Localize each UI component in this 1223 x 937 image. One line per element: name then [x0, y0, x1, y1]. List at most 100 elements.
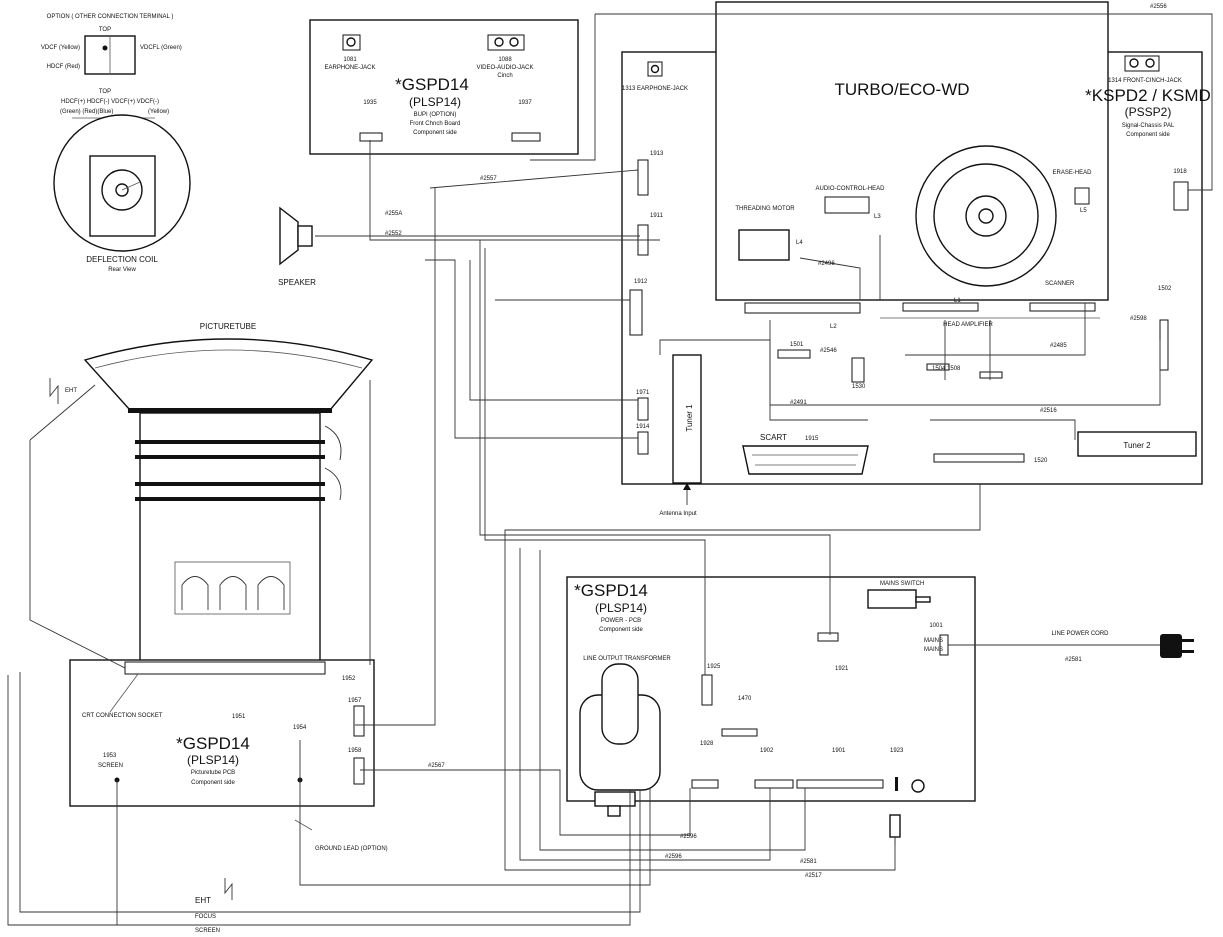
connector-1504 [926, 363, 950, 371]
wire-2517: #2517 [805, 873, 822, 879]
connector-1914 [637, 431, 649, 455]
connector-1912 [629, 289, 643, 336]
mains-switch-icon [867, 589, 917, 609]
connector-1901 [796, 779, 884, 789]
connector-1937 [511, 132, 541, 142]
connector-1902 [754, 779, 794, 789]
crt-socket-label: CRT CONNECTION SOCKET [82, 713, 163, 719]
connector-1918 [1173, 181, 1189, 211]
connector-1935 [359, 132, 383, 142]
svg-text:Picturetube PCB: Picturetube PCB [191, 770, 235, 776]
wire-2598: #2598 [1130, 316, 1147, 322]
svg-text:1915: 1915 [805, 436, 819, 442]
screen-wire-label: SCREEN [195, 928, 220, 934]
svg-text:1928: 1928 [700, 741, 714, 747]
vdcfl-right-label: VDCFL (Green) [140, 45, 182, 51]
svg-text:1914: 1914 [636, 424, 650, 430]
turbo-eco-title: TURBO/ECO-WD [834, 80, 969, 99]
svg-text:Component side: Component side [1126, 132, 1170, 138]
wire-2491: #2491 [790, 400, 807, 406]
tuner-2-label: Tuner 2 [1123, 441, 1151, 450]
picturetube-pcb-outline [69, 659, 375, 807]
svg-text:1088: 1088 [498, 57, 512, 63]
svg-text:ERASE-HEAD: ERASE-HEAD [1052, 170, 1092, 176]
connector-1530 [851, 357, 865, 383]
svg-text:Front Chnch Board: Front Chnch Board [410, 121, 461, 127]
wiring [7, 13, 1213, 926]
svg-text:(PLSP14): (PLSP14) [409, 95, 461, 109]
colors-left: (Green) (Red)(Blue) [60, 109, 113, 115]
power-plug-icon [1160, 634, 1182, 658]
wire-2596: #2596 [680, 834, 697, 840]
ground-plug [889, 814, 901, 845]
picturetube-pcb: CRT CONNECTION SOCKET *GSPD14 (PLSP14) P… [69, 659, 388, 934]
svg-text:L4: L4 [796, 240, 803, 246]
svg-text:1501: 1501 [790, 342, 804, 348]
svg-text:1313 EARPHONE-JACK: 1313 EARPHONE-JACK [622, 86, 688, 92]
connector-1508 [979, 371, 1003, 379]
neck-coils [174, 561, 291, 615]
top-label-1: TOP [99, 27, 111, 33]
svg-text:L5: L5 [1080, 208, 1087, 214]
svg-text:1921: 1921 [835, 666, 849, 672]
svg-text:1951: 1951 [232, 714, 246, 720]
svg-text:BUPI (OPTION): BUPI (OPTION) [414, 112, 457, 118]
svg-text:1520: 1520 [1034, 458, 1048, 464]
connector-1971 [637, 397, 649, 421]
kspd-title: *KSPD2 / KSMD [1085, 86, 1211, 105]
svg-text:THREADING MOTOR: THREADING MOTOR [735, 206, 795, 212]
top-label-2: TOP [99, 89, 111, 95]
svg-text:1502: 1502 [1158, 286, 1172, 292]
connector-1925 [701, 674, 713, 706]
svg-text:(PLSP14): (PLSP14) [187, 753, 239, 767]
vdcf-left-label: VDCF (Yellow) [41, 45, 80, 51]
svg-text:Component side: Component side [599, 627, 643, 633]
signal-chassis: TURBO/ECO-WD 1313 EARPHONE-JACK 1314 FRO… [621, 1, 1211, 517]
transformer-base [594, 791, 636, 807]
connector-1957 [353, 705, 365, 737]
svg-text:MAINS: MAINS [924, 638, 943, 644]
front-board-title: *GSPD14 [395, 75, 469, 94]
connector-1502 [1159, 319, 1169, 371]
connector-1520 [933, 453, 1025, 463]
wire-2496: #2496 [818, 261, 835, 267]
wire-2581: #2581 [1065, 657, 1082, 663]
speaker-icon [279, 206, 299, 266]
wire-2557: #2557 [480, 176, 497, 182]
svg-text:1901: 1901 [832, 748, 846, 754]
svg-text:Component side: Component side [413, 130, 457, 136]
tuner-1-label: Tuner 1 [685, 404, 694, 432]
head-amplifier-label: HEAD AMPLIFIER [943, 322, 993, 328]
svg-text:1912: 1912 [634, 279, 648, 285]
wire-2567: #2567 [428, 763, 445, 769]
tuner-2-box [1077, 431, 1197, 457]
audio-control-head-icon [824, 196, 870, 214]
colors-right: (Yellow) [148, 109, 169, 115]
svg-text:Cinch: Cinch [497, 73, 512, 79]
svg-text:1953: 1953 [103, 753, 117, 759]
line-power-cord-label: LINE POWER CORD [1051, 631, 1109, 637]
svg-text:1314 FRONT-CINCH-JACK: 1314 FRONT-CINCH-JACK [1108, 78, 1182, 84]
svg-text:1504 1508: 1504 1508 [932, 366, 961, 372]
lot-label: LINE OUTPUT TRANSFORMER [583, 656, 671, 662]
svg-text:(PSSP2): (PSSP2) [1125, 105, 1172, 119]
svg-text:L2: L2 [830, 324, 837, 330]
svg-text:L3: L3 [874, 214, 881, 220]
wire-2596b: #2596 [665, 854, 682, 860]
svg-text:Signal-Chassis PAL: Signal-Chassis PAL [1122, 123, 1175, 129]
scanner-label: SCANNER [1045, 281, 1075, 287]
eht-label: EHT [195, 896, 211, 905]
connector-1470 [721, 728, 758, 737]
wire-2581b: #2581 [800, 859, 817, 865]
connector-1921 [817, 632, 839, 642]
svg-text:1913: 1913 [650, 151, 664, 157]
svg-text:(PLSP14): (PLSP14) [595, 601, 647, 615]
wire-255a: #255A [385, 211, 402, 217]
connector-1928 [691, 779, 719, 789]
svg-text:1935: 1935 [363, 100, 377, 106]
wire-2556: #2556 [1150, 4, 1167, 10]
svg-text:1530: 1530 [852, 384, 866, 390]
svg-text:1001: 1001 [929, 623, 943, 629]
eht-arrow-icon [49, 378, 59, 404]
